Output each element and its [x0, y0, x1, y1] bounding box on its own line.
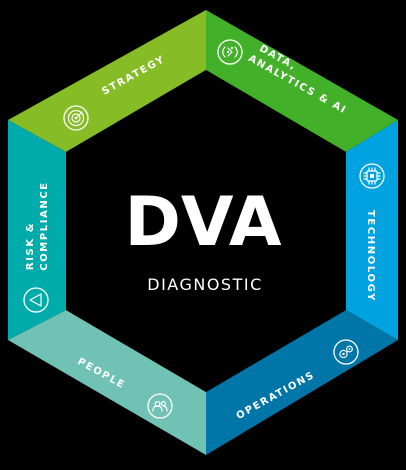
segment-strategy — [8, 10, 206, 152]
gears-icon — [333, 339, 359, 365]
people-icon — [147, 393, 173, 419]
risk-compliance-label-group: RISK & COMPLIANCE — [25, 181, 50, 271]
data-ai-icon — [217, 39, 243, 65]
segment-data-analytics-ai — [206, 10, 398, 152]
segment-risk-compliance — [8, 120, 66, 340]
segment-people — [8, 310, 206, 455]
technology-label: TECHNOLOGY — [365, 210, 376, 302]
center-hexagon — [66, 70, 346, 392]
triangle-play-icon — [23, 287, 49, 313]
technology-label-group: TECHNOLOGY — [365, 210, 376, 302]
target-icon — [63, 105, 89, 131]
center-subtitle: DIAGNOSTIC — [147, 275, 262, 294]
risk-label-line1: RISK & — [25, 222, 36, 270]
segment-technology — [346, 120, 398, 340]
center-title: DVA — [124, 183, 281, 262]
chip-icon — [359, 163, 385, 189]
risk-label-line2: COMPLIANCE — [39, 181, 50, 271]
